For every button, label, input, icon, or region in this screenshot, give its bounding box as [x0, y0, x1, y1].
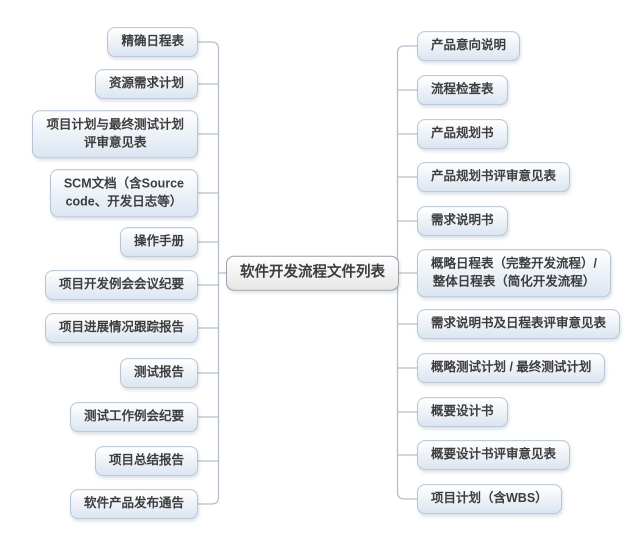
left-branch-lines: [197, 41, 220, 505]
mindmap-node-left-9[interactable]: 测试工作例会纪要: [69, 402, 198, 432]
mindmap-node-left-8[interactable]: 测试报告: [119, 358, 198, 388]
right-branch-lines: [396, 45, 418, 500]
mindmap-node-right-7[interactable]: 需求说明书及日程表评审意见表: [417, 309, 621, 339]
mindmap-node-right-5[interactable]: 需求说明书: [417, 206, 508, 236]
mindmap-node-right-8[interactable]: 概略测试计划 / 最终测试计划: [417, 353, 606, 383]
mindmap-node-left-1[interactable]: 精确日程表: [107, 27, 198, 57]
mindmap-node-right-10[interactable]: 概要设计书评审意见表: [417, 440, 571, 470]
mindmap-node-left-10[interactable]: 项目总结报告: [94, 446, 198, 476]
mindmap-node-right-4[interactable]: 产品规划书评审意见表: [417, 162, 571, 192]
mindmap-node-left-3[interactable]: 项目计划与最终测试计划 评审意见表: [32, 110, 198, 158]
mindmap-root-node[interactable]: 软件开发流程文件列表: [226, 255, 399, 291]
mindmap-node-left-7[interactable]: 项目进展情况跟踪报告: [44, 313, 198, 343]
mindmap-node-right-2[interactable]: 流程检查表: [417, 75, 508, 105]
mindmap-node-right-6[interactable]: 概略日程表（完整开发流程）/ 整体日程表（简化开发流程）: [417, 249, 611, 297]
mindmap-node-left-4[interactable]: SCM文档（含Source code、开发日志等）: [49, 169, 198, 217]
mindmap-node-right-9[interactable]: 概要设计书: [417, 397, 508, 427]
mindmap-node-left-6[interactable]: 项目开发例会会议纪要: [44, 270, 198, 300]
mindmap-node-right-11[interactable]: 项目计划（含WBS）: [417, 484, 562, 514]
mindmap-node-right-3[interactable]: 产品规划书: [417, 119, 508, 149]
mindmap-node-left-2[interactable]: 资源需求计划: [94, 69, 198, 99]
mindmap-node-right-1[interactable]: 产品意向说明: [417, 31, 521, 61]
mindmap-node-left-5[interactable]: 操作手册: [119, 227, 198, 257]
mindmap-node-left-11[interactable]: 软件产品发布通告: [69, 489, 198, 519]
